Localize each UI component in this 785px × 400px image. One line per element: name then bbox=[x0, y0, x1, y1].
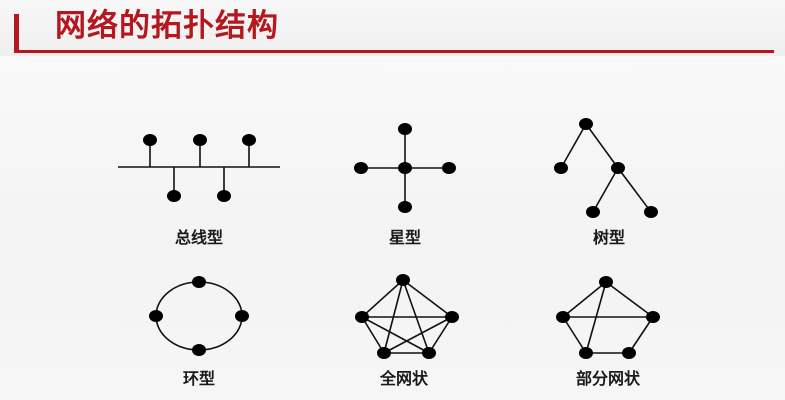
ring-node bbox=[192, 344, 206, 356]
mesh-link bbox=[402, 279, 453, 318]
partial-mesh-label: 部分网状 bbox=[576, 369, 641, 388]
tree-link bbox=[592, 167, 619, 213]
mesh-node bbox=[445, 311, 459, 323]
bus-node bbox=[242, 134, 256, 146]
tree-label: 树型 bbox=[593, 228, 625, 247]
title-accent-tick bbox=[14, 14, 19, 50]
partial-mesh-link bbox=[628, 316, 654, 354]
full-mesh-label: 全网状 bbox=[379, 369, 429, 388]
mesh-link bbox=[383, 316, 453, 354]
full-mesh-topology: 全网状 bbox=[355, 274, 459, 388]
tree-node bbox=[611, 162, 625, 174]
mesh-link bbox=[428, 316, 453, 354]
mesh-node bbox=[355, 311, 369, 323]
mesh-link bbox=[361, 279, 404, 318]
partial-mesh-node bbox=[579, 347, 593, 359]
bus-node bbox=[167, 190, 181, 202]
partial-mesh-link bbox=[605, 281, 654, 318]
tree-node bbox=[586, 206, 600, 218]
star-hub-node bbox=[398, 162, 412, 174]
partial-mesh-node bbox=[599, 276, 613, 288]
ring-topology: 环型 bbox=[149, 276, 249, 388]
partial-mesh-topology: 部分网状 bbox=[556, 276, 660, 388]
tree-link bbox=[617, 167, 652, 213]
tree-link bbox=[560, 123, 587, 169]
mesh-node bbox=[396, 274, 410, 286]
tree-link bbox=[585, 123, 619, 169]
tree-root-node bbox=[579, 118, 593, 130]
tree-node bbox=[644, 206, 658, 218]
star-node bbox=[398, 123, 412, 135]
tree-topology: 树型 bbox=[554, 118, 658, 247]
star-node bbox=[442, 162, 456, 174]
partial-mesh-link bbox=[562, 316, 587, 354]
tree-node bbox=[554, 162, 568, 174]
mesh-link bbox=[361, 316, 385, 354]
ring-node bbox=[235, 310, 249, 322]
mesh-node bbox=[422, 347, 436, 359]
ring-loop bbox=[155, 281, 243, 351]
bus-label: 总线型 bbox=[175, 228, 223, 247]
bus-node bbox=[193, 134, 207, 146]
partial-mesh-link bbox=[562, 281, 607, 318]
partial-mesh-node bbox=[646, 311, 660, 323]
star-label: 星型 bbox=[389, 228, 421, 247]
mesh-node bbox=[377, 347, 391, 359]
ring-node bbox=[149, 310, 163, 322]
star-node bbox=[398, 201, 412, 213]
bus-node bbox=[143, 134, 157, 146]
slide-title: 网络的拓扑结构 bbox=[55, 8, 279, 44]
mesh-link bbox=[361, 316, 430, 354]
bus-topology: 总线型 bbox=[118, 134, 280, 247]
star-topology: 星型 bbox=[354, 123, 456, 247]
star-node bbox=[354, 162, 368, 174]
partial-mesh-node bbox=[622, 347, 636, 359]
ring-label: 环型 bbox=[183, 369, 215, 388]
ring-node bbox=[192, 276, 206, 288]
title-underline bbox=[14, 50, 774, 53]
bus-node bbox=[217, 190, 231, 202]
slide-header: 网络的拓扑结构 bbox=[0, 0, 785, 56]
partial-mesh-node bbox=[556, 311, 570, 323]
